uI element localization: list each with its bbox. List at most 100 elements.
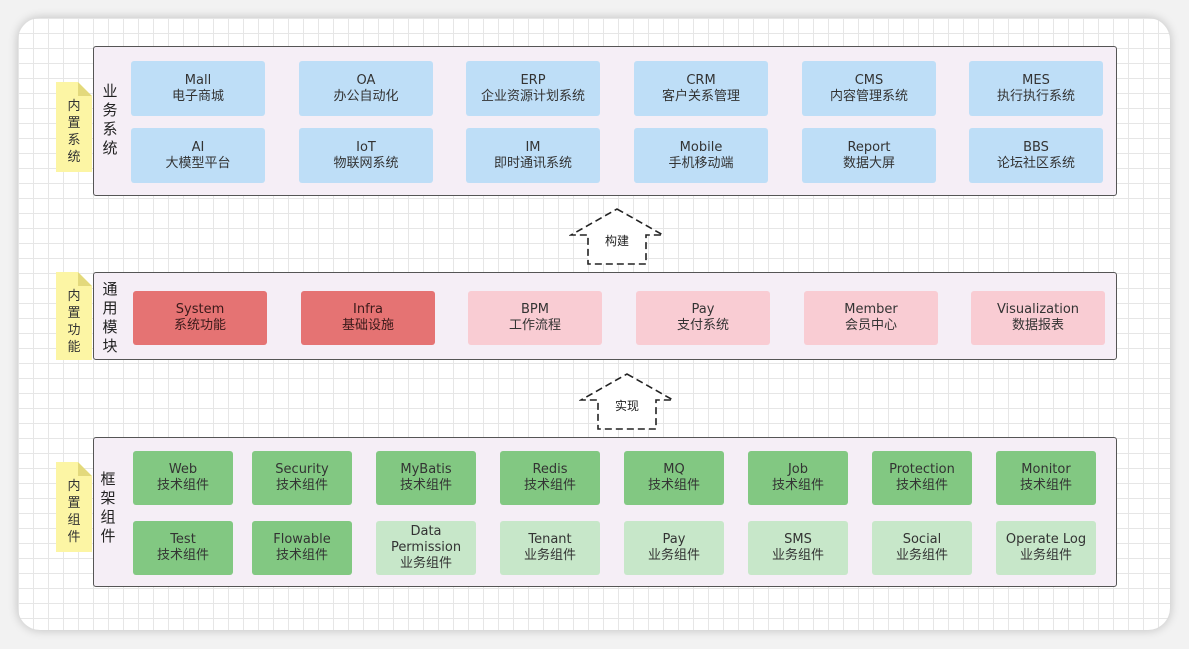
business-box-3-zh: 客户关系管理: [661, 88, 740, 104]
framework-box-11-zh: 业务组件: [523, 548, 576, 563]
business-box-7-zh: 物联网系统: [333, 155, 399, 171]
framework-box-7-en: Monitor: [1021, 462, 1071, 477]
business-box-1-zh: 办公自动化: [333, 88, 399, 104]
business-note: 内置系统: [56, 82, 92, 172]
build-arrow: 构建: [569, 207, 665, 267]
business-box-2-en: ERP: [520, 72, 546, 88]
framework-box-5-en: Job: [787, 462, 809, 477]
common-box-5-zh: 数据报表: [1011, 318, 1064, 333]
business-box-6-en: AI: [191, 139, 205, 155]
business-box-11-zh: 论坛社区系统: [996, 155, 1075, 171]
business-box-4-zh: 内容管理系统: [829, 88, 908, 104]
common-box-1-en: Infra: [353, 302, 383, 317]
common-box-1-zh: 基础设施: [341, 318, 394, 333]
common-box-3-en: Pay: [691, 302, 715, 317]
framework-box-5-zh: 技术组件: [771, 478, 824, 493]
build-arrow-icon: [569, 208, 665, 265]
common-box-0-en: System: [175, 302, 225, 317]
business-box-1-en: OA: [356, 72, 376, 88]
business-box-8-zh: 即时通讯系统: [493, 155, 572, 171]
framework-box-7-zh: 技术组件: [1019, 478, 1072, 493]
business-box-6-zh: 大模型平台: [165, 155, 231, 171]
framework-box-4-zh: 技术组件: [647, 478, 700, 493]
business-box-8-en: IM: [525, 139, 541, 155]
business-box-9-zh: 手机移动端: [668, 155, 734, 171]
business-box-5-zh: 执行执行系统: [996, 88, 1075, 104]
common-box-5-en: Visualization: [996, 302, 1080, 317]
common-box-3-zh: 支付系统: [676, 318, 729, 333]
business-box-10-en: Report: [847, 139, 891, 155]
implement-arrow-icon: [579, 373, 675, 430]
framework-box-15-en: Operate Log: [1005, 532, 1087, 547]
implement-arrow-label: 实现: [614, 399, 639, 413]
common-layer-title: 通用模块: [102, 280, 118, 355]
common-box-2-en: BPM: [521, 302, 549, 317]
framework-box-9-en: Flowable: [273, 532, 331, 547]
business-box-5-en: MES: [1022, 72, 1050, 88]
business-box-10-zh: 数据大屏: [842, 155, 895, 171]
framework-box-4-en: MQ: [663, 462, 685, 477]
framework-box-13-en: SMS: [784, 532, 812, 547]
business-box-2-zh: 企业资源计划系统: [480, 88, 585, 104]
framework-box-2-zh: 技术组件: [399, 478, 452, 493]
framework-box-13-zh: 业务组件: [771, 548, 824, 563]
business-layer-title: 业务系统: [102, 82, 118, 157]
business-box-9-en: Mobile: [679, 139, 723, 155]
framework-box-10-zh: 业务组件: [399, 556, 452, 571]
common-box-4-en: Member: [844, 302, 898, 317]
framework-box-12-zh: 业务组件: [647, 548, 700, 563]
framework-box-2-en: MyBatis: [400, 462, 452, 477]
framework-note: 内置组件: [56, 462, 92, 552]
common-note: 内置功能: [56, 272, 92, 360]
framework-box-0-zh: 技术组件: [156, 478, 209, 493]
framework-box-3-en: Redis: [532, 462, 568, 477]
common-box-4-zh: 会员中心: [844, 318, 897, 333]
common-box-2-zh: 工作流程: [508, 318, 561, 333]
framework-box-14-en: Social: [902, 532, 942, 547]
implement-arrow: 实现: [579, 372, 675, 432]
framework-box-1-zh: 技术组件: [275, 478, 328, 493]
framework-box-10-en: Data Permission: [390, 524, 462, 555]
framework-box-8-zh: 技术组件: [156, 548, 209, 563]
framework-box-9-zh: 技术组件: [275, 548, 328, 563]
common-box-0-zh: 系统功能: [173, 318, 226, 333]
business-box-4-en: CMS: [854, 72, 884, 88]
framework-box-6-zh: 技术组件: [895, 478, 948, 493]
framework-box-3-zh: 技术组件: [523, 478, 576, 493]
framework-box-0-en: Web: [168, 462, 198, 477]
business-box-3-en: CRM: [686, 72, 716, 88]
framework-box-15-zh: 业务组件: [1019, 548, 1072, 563]
framework-box-14-zh: 业务组件: [895, 548, 948, 563]
business-box-0-en: Mall: [184, 72, 212, 88]
